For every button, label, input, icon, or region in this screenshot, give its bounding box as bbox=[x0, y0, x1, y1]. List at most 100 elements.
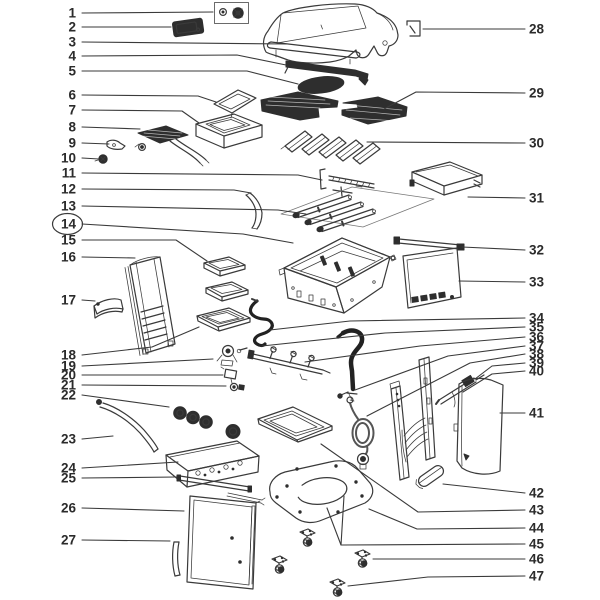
part-number-4[interactable]: 4 bbox=[68, 49, 76, 64]
callout-12: 12 bbox=[61, 182, 252, 197]
part-number-34[interactable]: 34 bbox=[529, 311, 545, 326]
part-number-26[interactable]: 26 bbox=[61, 501, 77, 516]
callout-41: 41 bbox=[499, 406, 545, 421]
leader-line-16 bbox=[81, 256, 136, 259]
leader-line-32 bbox=[461, 246, 526, 251]
leader-line-5 bbox=[81, 70, 299, 85]
leader-line-27 bbox=[81, 539, 171, 542]
burner-tube-drawing bbox=[435, 374, 485, 408]
part-number-12[interactable]: 12 bbox=[61, 182, 76, 197]
part-number-22[interactable]: 22 bbox=[61, 388, 76, 403]
part-number-2[interactable]: 2 bbox=[68, 20, 76, 35]
callout-21: 21 bbox=[61, 378, 227, 393]
part-number-9[interactable]: 9 bbox=[68, 136, 76, 151]
igniter-wire-drawing bbox=[248, 298, 274, 348]
part-4-handle-bar-drawing bbox=[284, 60, 369, 86]
part-number-5[interactable]: 5 bbox=[68, 64, 76, 79]
part-number-18[interactable]: 18 bbox=[61, 348, 77, 363]
part-number-15[interactable]: 15 bbox=[61, 233, 77, 248]
callout-2: 2 bbox=[68, 20, 172, 35]
callout-32: 32 bbox=[461, 243, 544, 258]
part-number-43[interactable]: 43 bbox=[529, 503, 545, 518]
callout-29: 29 bbox=[383, 86, 544, 110]
part-number-28[interactable]: 28 bbox=[529, 22, 545, 37]
leader-line-7 bbox=[81, 109, 200, 124]
part-number-16[interactable]: 16 bbox=[61, 250, 77, 265]
part-number-44[interactable]: 44 bbox=[529, 521, 545, 536]
callout-25: 25 bbox=[61, 471, 178, 486]
part-number-19[interactable]: 19 bbox=[61, 359, 76, 374]
leader-line-34 bbox=[269, 317, 526, 331]
part-number-39[interactable]: 39 bbox=[529, 356, 544, 371]
callout-3: 3 bbox=[68, 35, 289, 50]
part-number-11[interactable]: 11 bbox=[62, 166, 77, 181]
part-number-6[interactable]: 6 bbox=[68, 88, 76, 103]
part-14-firebox-drawing[interactable] bbox=[278, 237, 397, 314]
leader-line-6 bbox=[81, 94, 217, 103]
callout-18: 18 bbox=[61, 326, 200, 363]
part-16-back-panel-drawing bbox=[124, 256, 176, 356]
callout-47: 47 bbox=[347, 569, 544, 587]
part-number-41[interactable]: 41 bbox=[529, 406, 545, 421]
part-number-27[interactable]: 27 bbox=[61, 533, 76, 548]
callout-40: 40 bbox=[462, 364, 544, 393]
part-number-46[interactable]: 46 bbox=[529, 552, 545, 567]
part-number-3[interactable]: 3 bbox=[68, 35, 76, 50]
leader-line-12 bbox=[81, 188, 252, 194]
part-20-valve-drawing bbox=[220, 366, 245, 392]
callout-23: 23 bbox=[61, 432, 114, 447]
leader-line-26 bbox=[81, 507, 185, 512]
part-number-29[interactable]: 29 bbox=[529, 86, 544, 101]
part-number-13[interactable]: 13 bbox=[61, 199, 77, 214]
part-number-38[interactable]: 38 bbox=[529, 347, 545, 362]
part-33-panel-drawing bbox=[402, 247, 462, 309]
gas-hose-drawing bbox=[346, 396, 375, 470]
callout-38: 38 bbox=[366, 347, 545, 417]
part-32-rail-drawing bbox=[393, 236, 465, 251]
callout-30: 30 bbox=[366, 136, 544, 151]
part-7-sideburner-box-drawing bbox=[195, 113, 263, 149]
part-number-32[interactable]: 32 bbox=[529, 243, 544, 258]
part-number-1[interactable]: 1 bbox=[68, 6, 76, 21]
frame-legs-drawing bbox=[389, 356, 436, 481]
callout-33: 33 bbox=[458, 275, 545, 290]
part-number-35[interactable]: 35 bbox=[529, 320, 545, 335]
part-number-20[interactable]: 20 bbox=[61, 368, 76, 383]
part-number-47[interactable]: 47 bbox=[529, 569, 544, 584]
part-number-14[interactable]: 14 bbox=[61, 217, 77, 232]
part-number-7[interactable]: 7 bbox=[68, 103, 76, 118]
part-number-30[interactable]: 30 bbox=[529, 136, 544, 151]
callout-8: 8 bbox=[68, 120, 141, 135]
part-number-17[interactable]: 17 bbox=[61, 293, 76, 308]
callout-16: 16 bbox=[61, 250, 136, 265]
part-number-40[interactable]: 40 bbox=[529, 364, 544, 379]
highlight-ellipse bbox=[51, 212, 84, 236]
callout-11: 11 bbox=[62, 166, 323, 181]
part-number-31[interactable]: 31 bbox=[529, 191, 545, 206]
callout-27: 27 bbox=[61, 533, 171, 548]
leader-line-3 bbox=[81, 41, 289, 45]
caster bbox=[354, 549, 371, 568]
part-number-10[interactable]: 10 bbox=[61, 151, 76, 166]
leader-line-47 bbox=[347, 575, 526, 587]
callout-1: 1 bbox=[68, 6, 214, 21]
part-number-42[interactable]: 42 bbox=[529, 486, 544, 501]
part-number-36[interactable]: 36 bbox=[529, 330, 545, 345]
part-number-37[interactable]: 37 bbox=[529, 339, 544, 354]
part-number-45[interactable]: 45 bbox=[529, 537, 545, 552]
part-number-21[interactable]: 21 bbox=[61, 378, 77, 393]
callout-6: 6 bbox=[68, 88, 217, 103]
leader-line-8 bbox=[81, 126, 141, 130]
leader-line-45 bbox=[326, 507, 526, 546]
part-number-8[interactable]: 8 bbox=[68, 120, 76, 135]
part-number-23[interactable]: 23 bbox=[61, 432, 77, 447]
part-12-shield-strip-drawing bbox=[245, 192, 263, 230]
part-number-24[interactable]: 24 bbox=[61, 461, 77, 476]
part-number-25[interactable]: 25 bbox=[61, 471, 77, 486]
leader-line-45 bbox=[340, 495, 345, 546]
casters-drawing bbox=[271, 528, 371, 597]
part-number-33[interactable]: 33 bbox=[529, 275, 545, 290]
part-17-handle-scoop-drawing bbox=[93, 298, 124, 319]
